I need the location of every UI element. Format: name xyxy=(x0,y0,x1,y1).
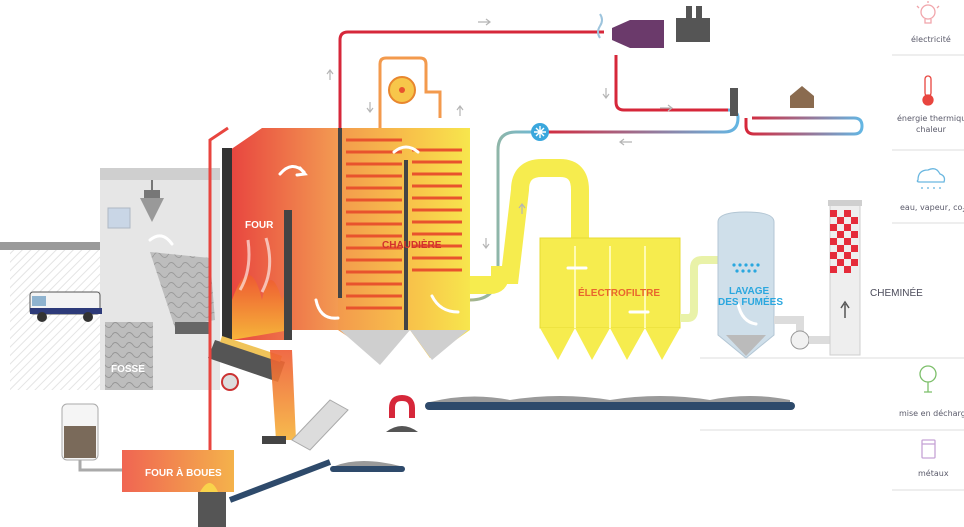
flow-arrows xyxy=(148,145,758,326)
boiler-tubes xyxy=(346,138,462,310)
sludge-furnace xyxy=(122,450,234,527)
tree-icon xyxy=(919,365,937,393)
magnet-icon xyxy=(386,394,418,432)
waste-bunker-building xyxy=(0,168,220,390)
label-electrofiltre: ÉLECTROFILTRE xyxy=(578,286,660,299)
legend-metaux: métaux xyxy=(918,468,949,478)
water-pipe xyxy=(469,130,540,302)
residue-conveyor xyxy=(425,396,795,410)
duct-to-scrubber xyxy=(680,256,718,322)
label-chaudiere: CHAUDIÈRE xyxy=(382,238,442,251)
steam-pipe-to-turbine xyxy=(338,30,728,128)
heat-network xyxy=(540,86,864,136)
legend-energie-1: énergie thermique xyxy=(897,113,964,123)
legend-column xyxy=(700,54,964,491)
label-fosse: FOSSE xyxy=(111,364,145,375)
thermometer-icon xyxy=(922,75,934,106)
steam-drum xyxy=(378,56,442,128)
exhaust-fan xyxy=(774,316,830,350)
label-cheminee: CHEMINÉE xyxy=(870,286,923,299)
legend-electricite: électricité xyxy=(911,34,951,44)
legend-decharge: mise en décharge xyxy=(899,408,964,418)
electrofilter xyxy=(539,237,681,360)
flue-gas-scrubber xyxy=(717,211,775,359)
legend-energie-2: chaleur xyxy=(916,125,947,134)
garbage-truck-icon xyxy=(29,291,102,322)
ash-chute xyxy=(262,350,349,451)
lightbulb-icon xyxy=(916,1,940,24)
return-pipe xyxy=(208,126,229,395)
cloud-rain-icon xyxy=(916,168,946,189)
legend-eau-main: eau, vapeur, co xyxy=(900,203,962,212)
crane-grab-icon xyxy=(140,180,164,222)
small-arrows xyxy=(326,18,673,249)
label-four-a-boues: FOUR À BOUES xyxy=(145,466,222,479)
bottom-ash-conveyor xyxy=(228,459,405,503)
label-four: FOUR xyxy=(245,220,274,231)
label-lavage-1: LAVAGE xyxy=(729,286,770,297)
legend-eau: eau, vapeur, co2 xyxy=(900,203,964,214)
furnace xyxy=(222,128,338,348)
label-lavage-2: DES FUMÉES xyxy=(718,295,783,308)
sludge-tank xyxy=(61,403,124,472)
furnace-grate xyxy=(175,322,285,391)
turbine-generator xyxy=(597,6,710,48)
flue-duct xyxy=(470,159,589,294)
snowflake-icon xyxy=(531,123,549,141)
can-icon xyxy=(921,439,936,459)
legend-eau-sub: 2 xyxy=(962,208,964,214)
chimney xyxy=(828,200,862,356)
